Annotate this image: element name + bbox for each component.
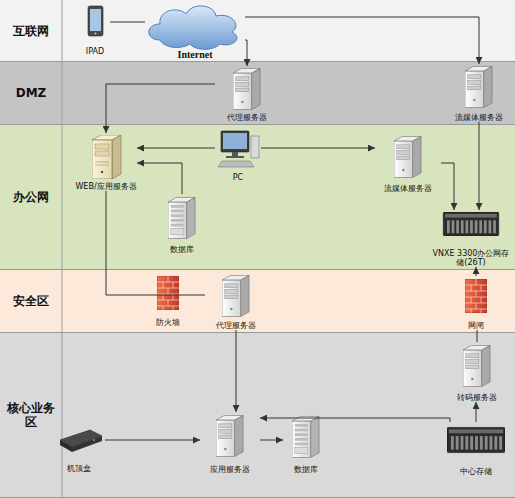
node-label: 网闸 (468, 321, 484, 330)
server-icon (465, 66, 492, 107)
zone-label: 核心业务区 (2, 401, 60, 429)
zone-band: 核心业务区 转码服务器机顶盒 应用服务器 数据库 中心存储 (0, 333, 515, 498)
database-icon (168, 197, 195, 238)
connector-line (476, 402, 477, 422)
storage-icon (443, 212, 498, 236)
connector-line (110, 22, 145, 23)
zone-label: 安全区 (2, 294, 60, 308)
node-label: 转码服务器 (457, 393, 497, 402)
device-node: 机顶盒 (53, 426, 105, 473)
connector-line (260, 440, 283, 441)
node-label: IPAD (86, 47, 104, 56)
server-icon (222, 275, 249, 316)
zone-band: 安全区防火墙 代理服务器 网闸 (0, 270, 515, 333)
node-label: WEB/应用服务器 (75, 182, 136, 191)
connector-line (105, 440, 200, 441)
connector-line (261, 148, 375, 149)
connector-line (477, 330, 478, 342)
server-icon (233, 68, 260, 109)
node-label: 代理服务器 (227, 113, 267, 122)
node-label: 代理服务器 (216, 321, 256, 330)
node-label: 流媒体服务器 (455, 113, 503, 122)
gateway-icon (465, 279, 487, 313)
node-label: 防火墙 (156, 318, 180, 327)
zone-label: 办公网 (2, 190, 60, 204)
node-label: 应用服务器 (210, 465, 250, 474)
connector-line (236, 330, 237, 412)
node-label: 数据库 (294, 465, 318, 474)
zone-label: 互联网 (2, 24, 60, 38)
node-label: PC (233, 173, 243, 182)
server-icon (394, 136, 421, 177)
connector-line (476, 267, 477, 276)
node-label: 数据库 (170, 245, 194, 254)
node-label: Internet (178, 49, 213, 60)
server-icon (463, 345, 490, 386)
node-label: VNXE 3300办公网存储(26T) (432, 249, 510, 267)
column-divider (62, 0, 63, 498)
node-label: 中心存储 (460, 467, 492, 476)
zone-label: DMZ (2, 86, 60, 100)
ipad-icon (88, 6, 103, 36)
zone-band: 互联网 IPAD Internet (0, 0, 515, 62)
database-icon (292, 416, 319, 457)
storage-icon (447, 427, 505, 452)
firewall-icon (157, 276, 179, 310)
connector-line (479, 122, 480, 210)
node-label: 机顶盒 (67, 464, 91, 473)
server-icon (92, 135, 121, 179)
server-icon (216, 415, 243, 456)
node-label: 流媒体服务器 (384, 184, 432, 193)
connector-line (137, 148, 215, 149)
